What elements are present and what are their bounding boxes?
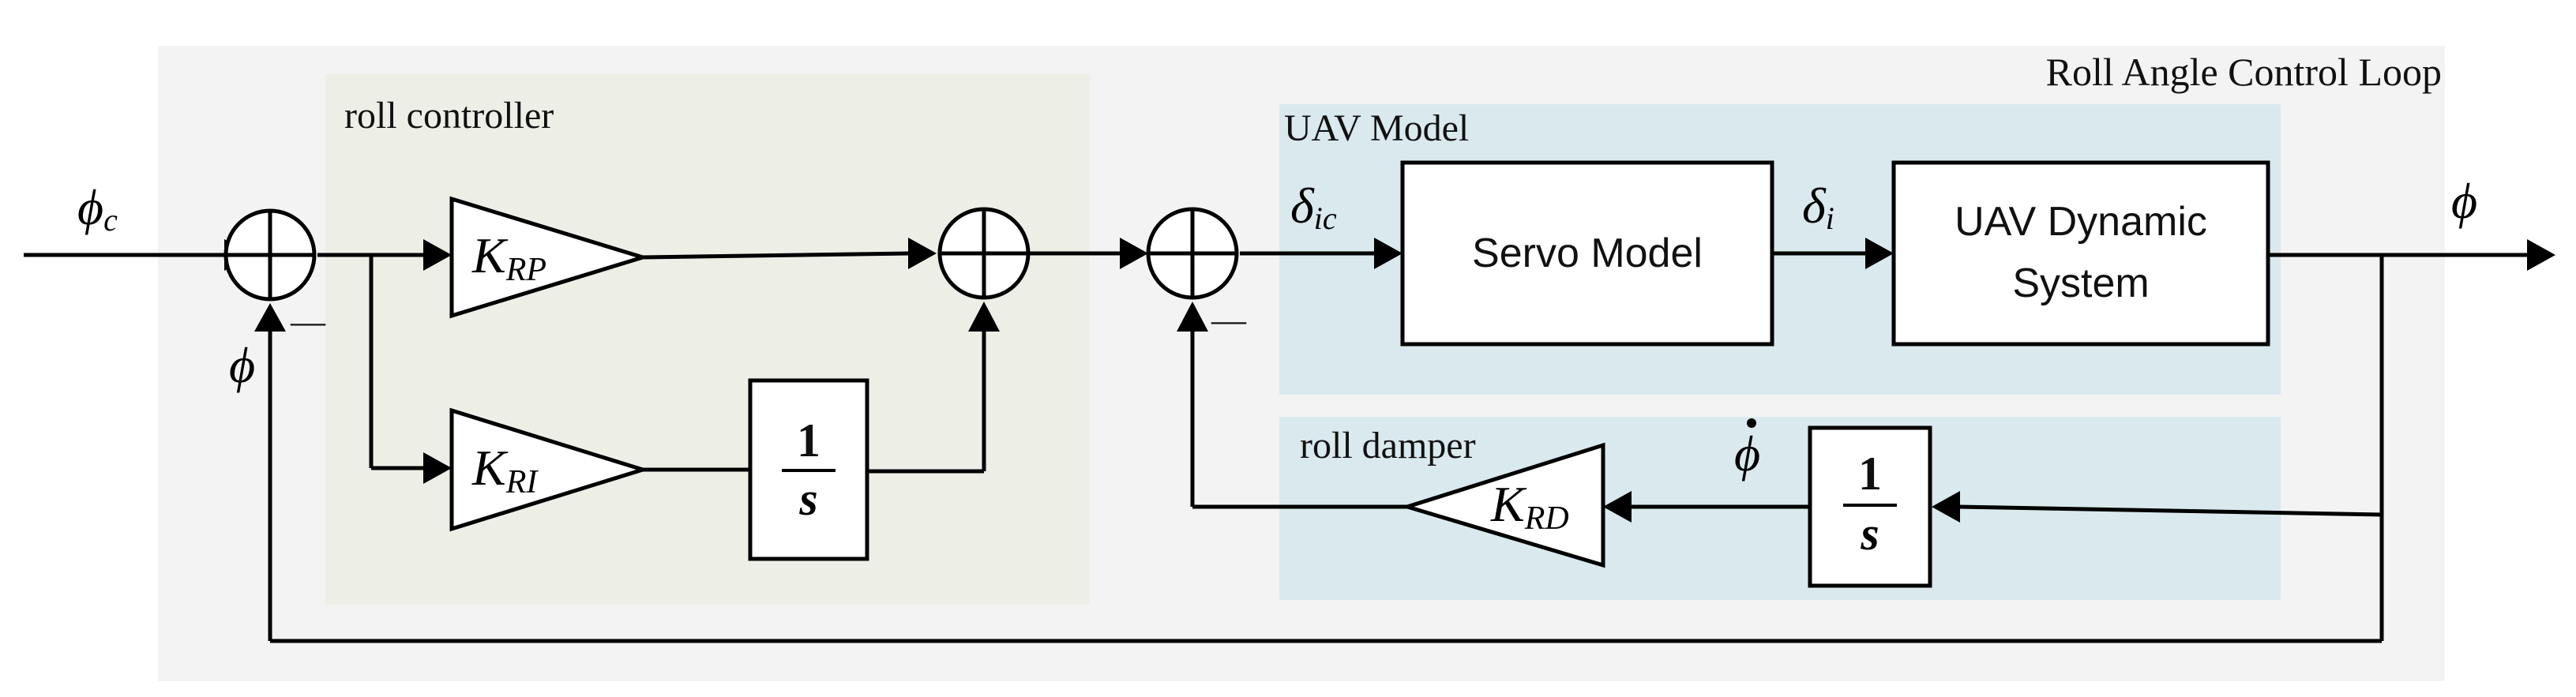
svg-text:Servo Model: Servo Model: [1472, 230, 1703, 276]
svg-text:s: s: [1860, 508, 1879, 560]
svg-text:ϕ: ϕ: [1734, 425, 1760, 482]
svg-text:System: System: [2012, 260, 2149, 306]
roll-controller-label: roll controller: [344, 95, 554, 137]
gain-krd: KRD: [1400, 442, 1605, 568]
signal-delta-ic: δic: [1290, 178, 1337, 236]
outer-loop-label: Roll Angle Control Loop: [2046, 50, 2442, 94]
svg-text:UAV Dynamic: UAV Dynamic: [1955, 199, 2207, 245]
arrowhead-krp-in: [423, 239, 452, 271]
servo-model-block: Servo Model: [1400, 160, 1774, 347]
minus-sign-sum3: —: [1211, 301, 1247, 339]
svg-text:KRI: KRI: [471, 440, 539, 500]
signal-phi-c: ϕc: [77, 179, 118, 238]
arrowhead-sum2-bottom: [968, 302, 1000, 332]
signal-phi-feedback: ϕ: [229, 337, 255, 393]
arrowhead-sum1-bottom: [254, 303, 286, 332]
gain-kri: KRI: [449, 407, 650, 532]
minus-sign-sum1: —: [290, 302, 326, 341]
arrowhead-uav-in: [1865, 238, 1894, 269]
arrowhead-output: [2527, 239, 2555, 271]
arrowhead-krd-in: [1603, 491, 1632, 523]
integrator-block-controller: 1 s: [748, 378, 869, 561]
svg-text:KRP: KRP: [471, 227, 546, 288]
signal-phi-dot: ϕ: [1734, 418, 1760, 482]
uav-model-label: UAV Model: [1284, 107, 1469, 149]
wire-krp-sum2: [642, 251, 911, 260]
svg-text:1: 1: [1858, 448, 1882, 500]
sum-junction-3: [1146, 207, 1239, 300]
arrowhead-int2-in: [1932, 491, 1960, 523]
signal-delta-i: δi: [1802, 178, 1834, 236]
svg-text:1: 1: [797, 414, 820, 467]
sum-junction-1: [223, 208, 317, 302]
signal-phi-output: ϕ: [2451, 173, 2477, 229]
sum-junction-2: [937, 207, 1031, 300]
wire-damper-branch: [1958, 504, 2383, 517]
arrowhead-kri-in: [423, 452, 452, 484]
svg-text:KRD: KRD: [1490, 476, 1569, 537]
roll-damper-label: roll damper: [1300, 425, 1476, 467]
roll-controller-region: [325, 74, 1090, 605]
arrowhead-sum3-bottom: [1177, 302, 1208, 332]
integrator-block-damper: 1 s: [1808, 425, 1932, 588]
uav-dynamic-system-block: UAV Dynamic System: [1891, 160, 2270, 347]
gain-krp: KRP: [449, 196, 650, 319]
arrowhead-sum2-in: [908, 238, 937, 269]
arrowhead-sum3-in: [1120, 238, 1148, 269]
svg-text:s: s: [798, 473, 817, 525]
arrowhead-servo-in: [1374, 238, 1403, 269]
